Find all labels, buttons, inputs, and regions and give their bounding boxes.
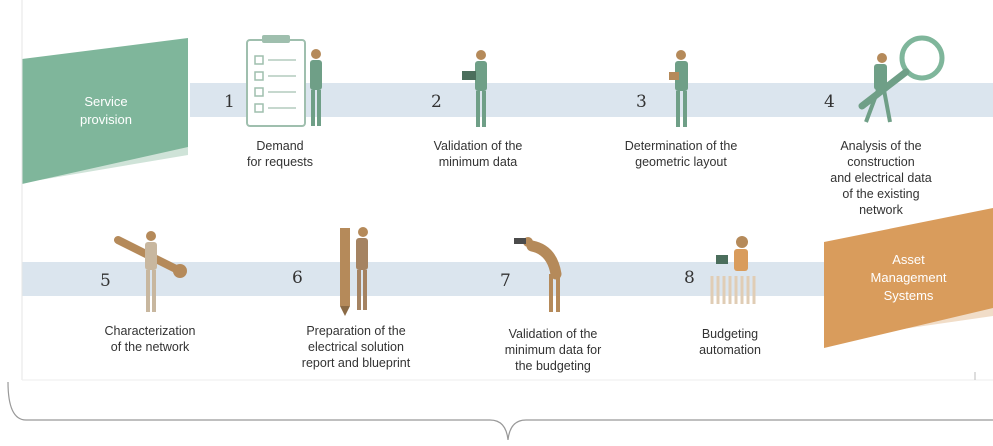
step-7-label: Validation of the minimum data for the b… xyxy=(504,327,602,373)
step-3-number: 3 xyxy=(636,92,647,112)
step-5-label: Characterization of the network xyxy=(104,324,196,354)
step-8-number: 8 xyxy=(684,268,695,288)
step-6-number: 6 xyxy=(292,268,303,288)
step-3-label: Determination of the geometric layout xyxy=(624,139,738,169)
step-2-illustration xyxy=(462,50,487,127)
asset-banner-shape xyxy=(824,208,993,348)
bottom-brace xyxy=(7,381,993,441)
service-provision-banner: Service provision xyxy=(79,94,133,127)
asset-management-banner: Asset Management Systems xyxy=(870,252,947,303)
service-banner-shape xyxy=(22,38,188,184)
step-5-illustration xyxy=(114,231,187,312)
step-2-number: 2 xyxy=(431,92,442,112)
step-1-number: 1 xyxy=(224,92,235,112)
step-4-number: 4 xyxy=(824,92,835,112)
step-4-illustration xyxy=(858,35,945,123)
step-8-label: Budgeting automation xyxy=(699,327,761,357)
step-1-illustration xyxy=(246,35,322,127)
step-5-number: 5 xyxy=(100,271,111,291)
step-6-illustration xyxy=(340,227,368,316)
step-6-label: Preparation of the electrical solution r… xyxy=(301,324,411,370)
step-7-number: 7 xyxy=(500,271,511,291)
step-2-label: Validation of the minimum data xyxy=(433,139,523,169)
timeline-band-top xyxy=(190,83,993,117)
step-7-illustration xyxy=(514,237,562,312)
step-8-illustration xyxy=(710,236,756,304)
step-3-illustration xyxy=(669,50,688,127)
step-1-label: Demand for requests xyxy=(246,139,314,169)
step-4-label: Analysis of the construction and electri… xyxy=(830,139,932,217)
